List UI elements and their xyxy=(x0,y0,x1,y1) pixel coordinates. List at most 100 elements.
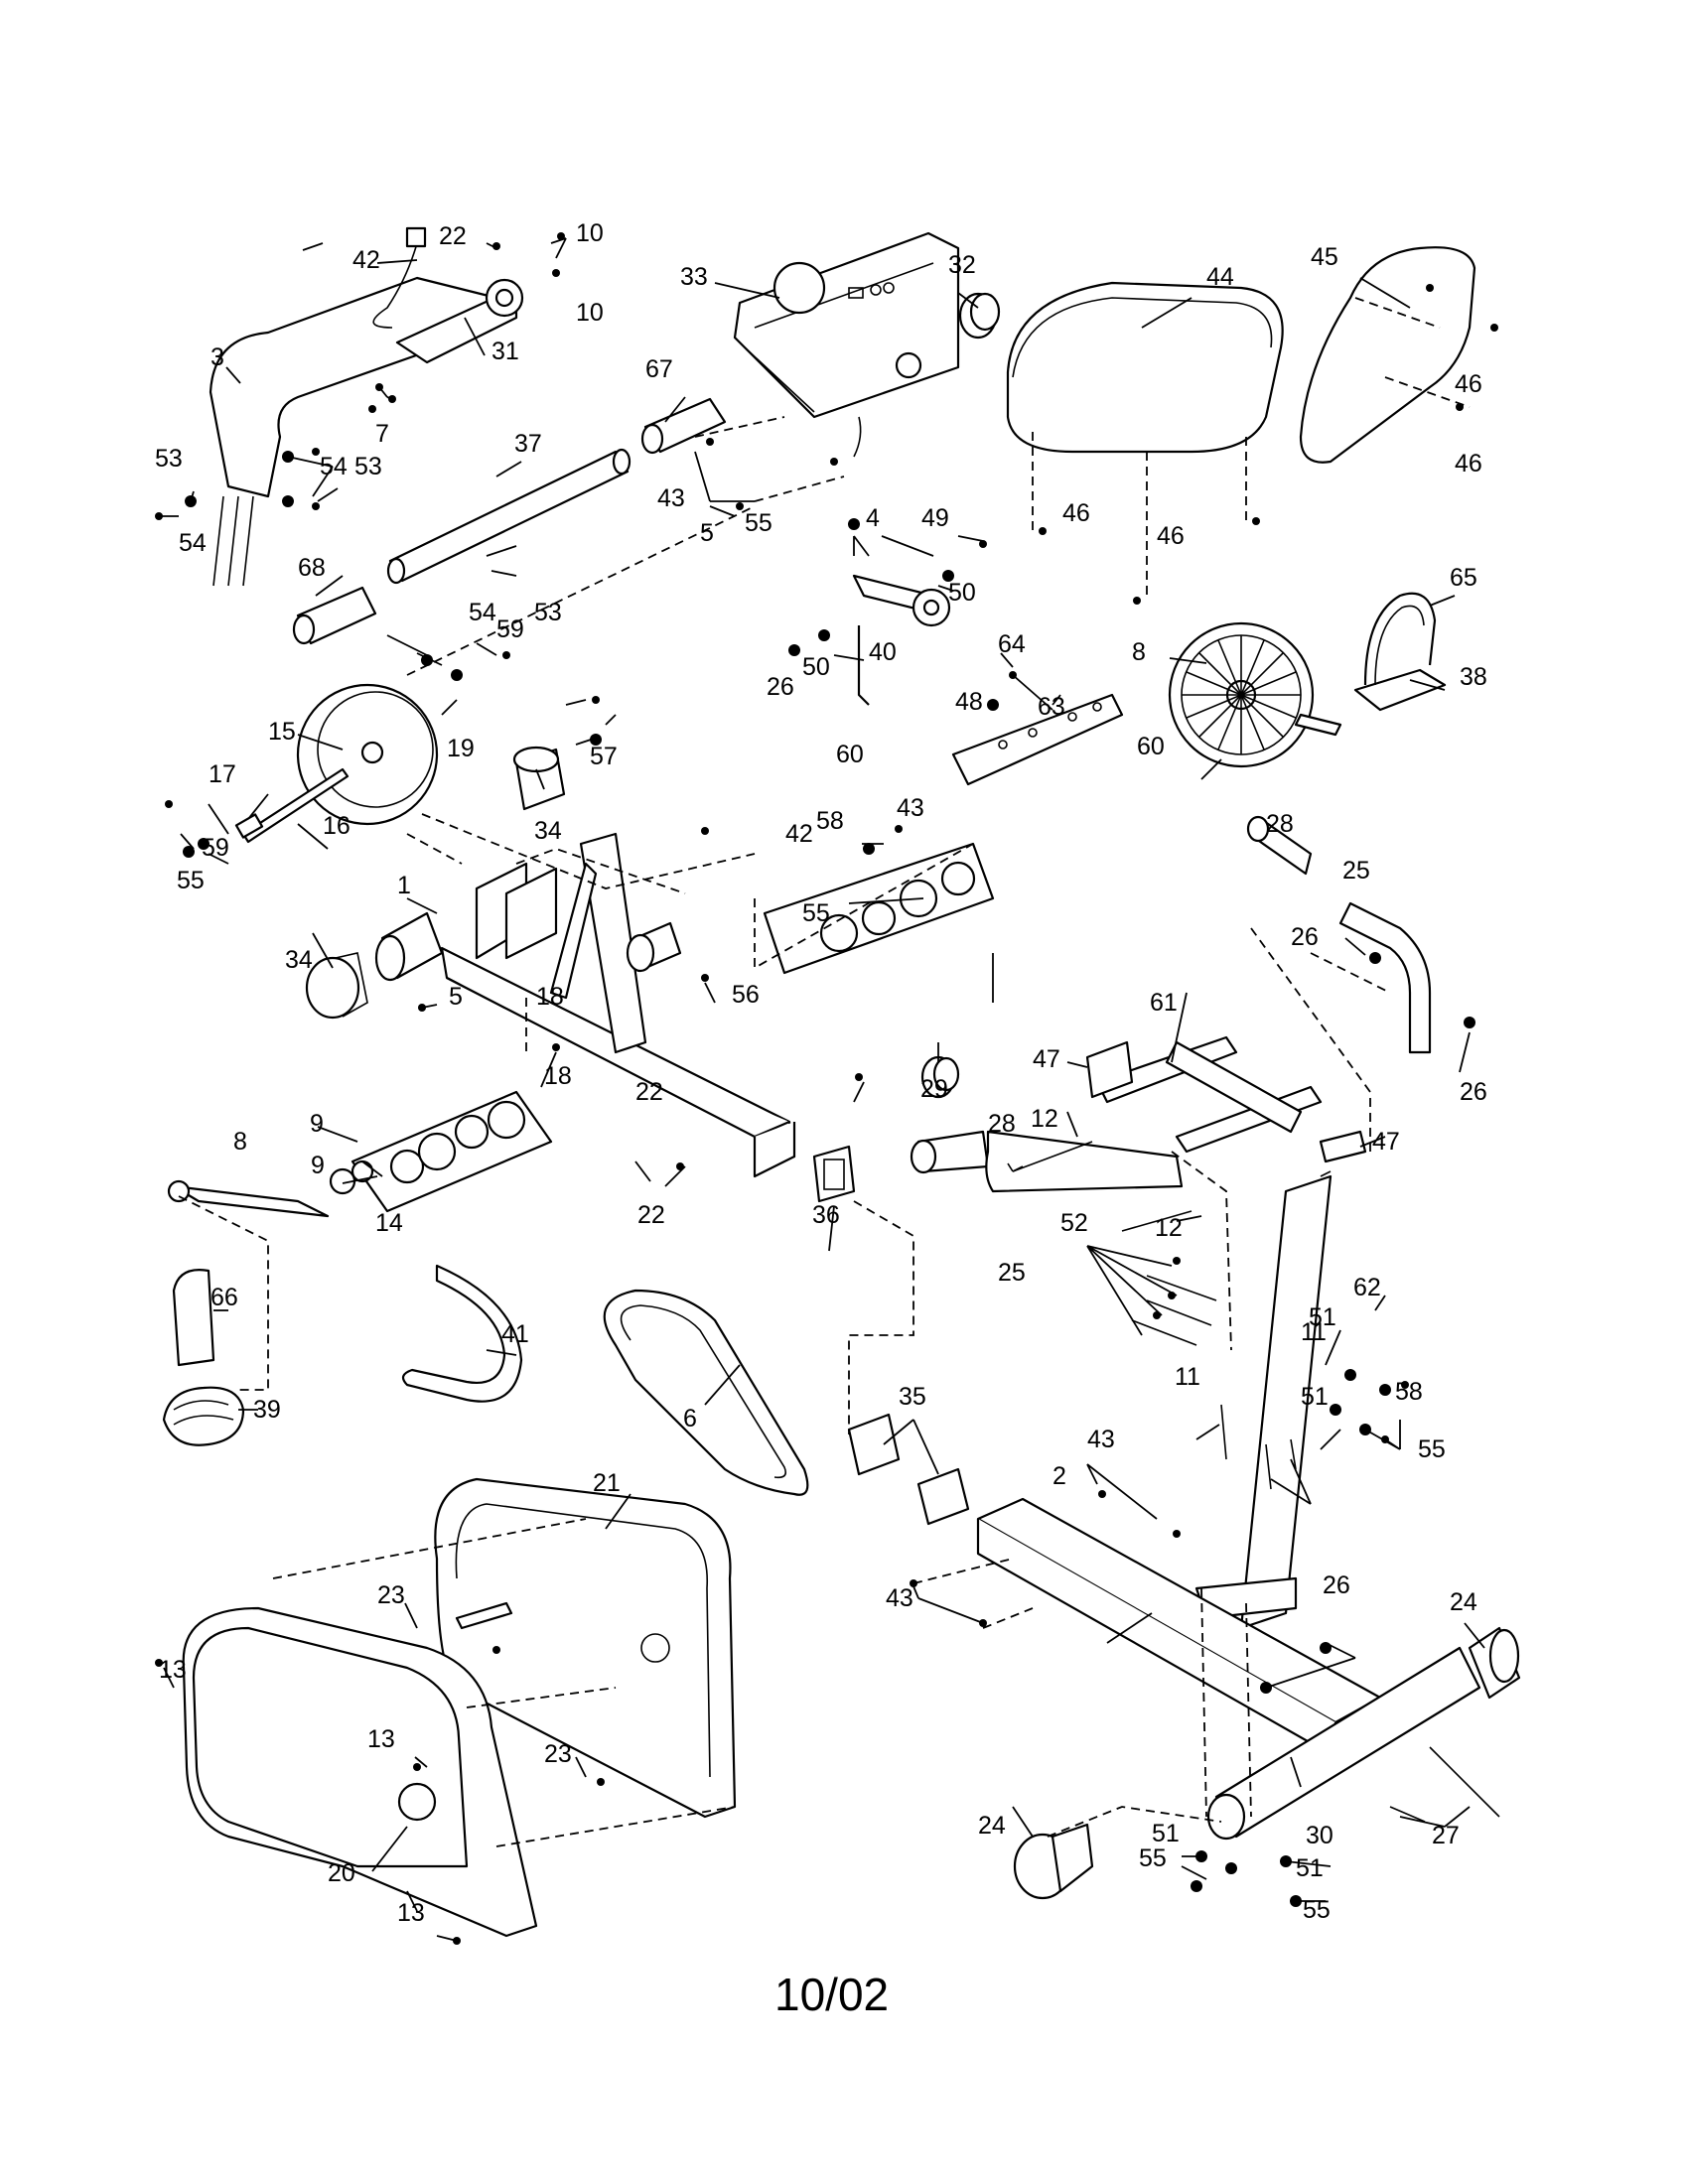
crank-arm-left-part xyxy=(167,1160,374,1218)
callout-label: 5 xyxy=(700,519,714,547)
callout-label: 66 xyxy=(210,1284,238,1311)
flywheel-part xyxy=(296,683,439,826)
callout-label: 20 xyxy=(328,1859,355,1887)
date-code: 10/02 xyxy=(774,1969,889,2020)
frame-endcap-part xyxy=(812,1145,856,1203)
callout-label: 10 xyxy=(576,299,604,327)
drive-belt-part xyxy=(603,1289,809,1496)
callout-label: 29 xyxy=(920,1075,948,1103)
callout-label: 16 xyxy=(323,812,351,840)
parts-layer xyxy=(155,226,1521,1945)
callout-label: 43 xyxy=(886,1584,913,1612)
callout-label: 18 xyxy=(536,983,564,1011)
callout-labels: 1234556788991010111112121313131415161718… xyxy=(155,219,1487,1927)
callout-label: 12 xyxy=(1155,1214,1183,1242)
callout-label: 3 xyxy=(210,343,224,371)
wire-harness-part xyxy=(372,242,418,329)
seat-carriage-part xyxy=(1095,1035,1323,1154)
pedal-right-part xyxy=(1353,592,1447,712)
pulley-part xyxy=(1168,621,1342,768)
callout-label: 48 xyxy=(955,688,983,716)
callout-label: 31 xyxy=(491,338,519,365)
callout-label: 22 xyxy=(635,1078,663,1106)
callout-label: 47 xyxy=(1372,1128,1400,1156)
callout-label: 38 xyxy=(1460,663,1487,691)
callout-label: 40 xyxy=(869,638,897,666)
tension-knob-part xyxy=(395,278,524,364)
rear-beam-part xyxy=(976,1497,1382,1759)
spring-part xyxy=(857,625,870,706)
callout-label: 53 xyxy=(155,445,183,473)
bolt-layer xyxy=(1007,1141,1500,1823)
callout-label: 6 xyxy=(683,1405,697,1433)
callout-label: 25 xyxy=(998,1259,1026,1287)
stabilizer-tube-part xyxy=(1206,1646,1481,1841)
callout-label: 18 xyxy=(544,1062,572,1090)
crank-set-upper-part xyxy=(763,842,995,975)
callout-label: 43 xyxy=(657,484,685,512)
callout-label: 55 xyxy=(745,509,772,537)
callout-label: 11 xyxy=(1175,1363,1200,1391)
callout-label: 45 xyxy=(1311,243,1338,271)
callout-label: 51 xyxy=(1309,1303,1336,1331)
alignment-lines xyxy=(178,297,1471,1847)
flywheel-axle-part xyxy=(241,767,350,844)
strap-part xyxy=(401,1264,523,1403)
callout-label: 22 xyxy=(439,222,467,250)
callout-label: 26 xyxy=(1291,923,1319,951)
callout-label: 23 xyxy=(544,1740,572,1768)
carriage-cap-part xyxy=(1085,1040,1134,1099)
seat-handle-right-part xyxy=(1246,815,1432,1054)
callout-label: 10 xyxy=(576,219,604,247)
seat-part xyxy=(1006,281,1284,454)
callout-label: 62 xyxy=(1353,1274,1381,1301)
callout-label: 36 xyxy=(812,1201,840,1229)
adjustment-knob-part xyxy=(920,1055,960,1099)
callout-label: 28 xyxy=(1266,810,1294,838)
callout-label: 58 xyxy=(1395,1378,1423,1406)
callout-label: 55 xyxy=(1303,1896,1331,1924)
callout-label: 8 xyxy=(1132,638,1146,666)
callout-label: 42 xyxy=(352,246,380,274)
callout-label: 25 xyxy=(1342,857,1370,885)
callout-label: 50 xyxy=(802,653,830,681)
hardware-layer xyxy=(155,232,1498,1945)
callout-label: 46 xyxy=(1157,522,1185,550)
callout-label: 55 xyxy=(1139,1844,1167,1872)
pedal-left-part xyxy=(162,1269,245,1446)
callout-label: 52 xyxy=(1060,1209,1088,1237)
callout-label: 14 xyxy=(375,1209,403,1237)
callout-label: 54 xyxy=(179,529,207,557)
callout-label: 55 xyxy=(1418,1435,1446,1463)
callout-label: 13 xyxy=(159,1656,187,1684)
callout-label: 28 xyxy=(988,1110,1016,1138)
grip-right-part xyxy=(640,397,727,455)
callout-label: 59 xyxy=(202,834,229,862)
inner-shroud-part xyxy=(434,1477,737,1819)
callout-label: 5 xyxy=(449,983,463,1011)
callout-label: 46 xyxy=(1062,499,1090,527)
leader-lines xyxy=(159,237,1485,1942)
callout-label: 24 xyxy=(1450,1588,1477,1616)
callout-label: 26 xyxy=(1460,1078,1487,1106)
callout-label: 15 xyxy=(268,718,296,746)
callout-label: 47 xyxy=(1033,1045,1060,1073)
bracket-set-part xyxy=(847,1413,970,1526)
callout-label: 1 xyxy=(397,872,411,899)
callout-label: 4 xyxy=(866,504,880,532)
carriage-cap-part xyxy=(1319,1130,1367,1163)
callout-label: 33 xyxy=(680,263,708,291)
callout-label: 19 xyxy=(447,735,475,762)
grip-left-part xyxy=(292,586,377,645)
callout-label: 9 xyxy=(311,1152,325,1179)
console-knob-part xyxy=(958,292,1001,340)
callout-label: 51 xyxy=(1152,1820,1180,1847)
callout-label: 63 xyxy=(1038,693,1065,721)
callout-label: 39 xyxy=(253,1396,281,1424)
callout-label: 60 xyxy=(1137,733,1165,760)
callout-label: 34 xyxy=(285,946,313,974)
callout-label: 41 xyxy=(501,1320,529,1348)
callout-label: 49 xyxy=(921,504,949,532)
callout-label: 11 xyxy=(1301,1318,1327,1346)
callout-label: 54 xyxy=(469,599,496,626)
